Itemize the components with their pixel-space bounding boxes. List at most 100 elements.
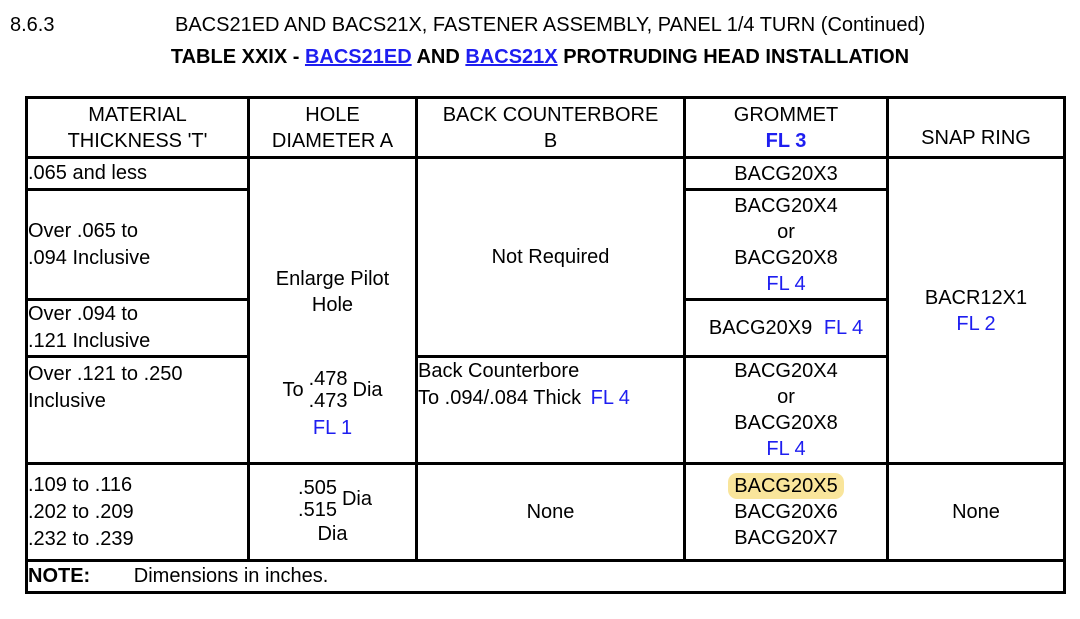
- grommet-r5-part3: BACG20X7: [734, 527, 838, 549]
- cell-grommet-r4: BACG20X4 or BACG20X8 FL 4: [683, 355, 889, 465]
- cell-grommet-r2: BACG20X4 or BACG20X8 FL 4: [683, 188, 889, 301]
- cell-hole-diameter: Enlarge Pilot Hole To .478 .473 Dia FL 1: [247, 156, 418, 465]
- dia-lower-limit-r5: .515: [298, 499, 337, 521]
- grommet-r5-stack: BACG20X5 BACG20X6 BACG20X7: [688, 473, 885, 551]
- dia-label: Dia: [352, 379, 383, 401]
- col-header-hole-line1: HOLE: [305, 103, 360, 126]
- col-header-snap-ring: SNAP RING: [886, 96, 1066, 159]
- link-bacs21x[interactable]: BACS21X: [465, 46, 558, 68]
- cell-grommet-r5: BACG20X5 BACG20X6 BACG20X7: [683, 462, 889, 562]
- grommet-r2-part2: BACG20X8: [734, 246, 838, 269]
- col-header-grommet-label: GROMMET: [733, 103, 839, 126]
- cell-note: NOTE: Dimensions in inches.: [25, 559, 1066, 594]
- material-r5-line1: .109 to .116: [28, 473, 133, 496]
- col-header-snap-ring-label: SNAP RING: [921, 127, 1031, 149]
- cell-hole-diameter-r5: .505 .515 Dia Dia: [247, 462, 418, 562]
- cell-grommet-r3: BACG20X9 FL 4: [683, 298, 889, 358]
- fl4-reference-r4[interactable]: FL 4: [766, 438, 806, 460]
- cell-material-r4: Over .121 to .250 Inclusive: [25, 355, 250, 465]
- cell-counterbore-r4: Back Counterbore To .094/.084 Thick FL 4: [415, 355, 686, 465]
- counterbore-r4-line2: To .094/.084 Thick FL 4: [418, 385, 682, 412]
- col-header-grommet: GROMMET FL 3: [683, 96, 889, 159]
- dia-limits: .478 .473: [309, 368, 348, 412]
- hole-dia-fraction: To .478 .473 Dia: [282, 368, 382, 412]
- snap-ring-part: BACR12X1: [924, 286, 1028, 309]
- cell-counterbore-not-required: Not Required: [415, 156, 686, 358]
- fl4-reference-counterbore[interactable]: FL 4: [590, 387, 630, 409]
- material-r4-line1: Over .121 to .250: [28, 363, 183, 385]
- body-row-2: Over .065 to .094 Inclusive BACG20X4 or …: [25, 188, 1065, 301]
- dia-upper-limit-r5: .505: [298, 477, 337, 499]
- note-label: NOTE:: [28, 565, 91, 587]
- cell-material-r5: .109 to .116 .202 to .209 .232 to .239: [25, 462, 250, 562]
- grommet-r4-part1: BACG20X4: [734, 360, 838, 382]
- section-number: 8.6.3: [10, 14, 55, 36]
- col-header-material: MATERIAL THICKNESS 'T': [25, 96, 250, 159]
- col-header-counterbore: BACK COUNTERBORE B: [415, 96, 686, 159]
- cell-grommet-r1: BACG20X3: [683, 156, 889, 191]
- cell-counterbore-r5-none: None: [415, 462, 686, 562]
- note-text: Dimensions in inches.: [133, 565, 329, 587]
- body-row-4: Over .121 to .250 Inclusive Back Counter…: [25, 355, 1065, 465]
- material-r5-line3: .232 to .239: [28, 527, 134, 550]
- header-row: MATERIAL THICKNESS 'T' HOLE DIAMETER A B…: [25, 96, 1066, 159]
- grommet-r4-stack: BACG20X4 or BACG20X8 FL 4: [688, 360, 885, 461]
- hole-diameter-content: Enlarge Pilot Hole To .478 .473 Dia FL 1: [252, 180, 414, 441]
- cell-material-r3: Over .094 to .121 Inclusive: [25, 298, 250, 358]
- grommet-r2-or: or: [777, 220, 795, 243]
- col-header-material-line1: MATERIAL: [88, 103, 187, 126]
- dia-upper-limit: .478: [308, 368, 348, 390]
- grommet-r5-highlighted-line: BACG20X5: [688, 473, 885, 499]
- material-r4-line2: Inclusive: [28, 390, 106, 412]
- col-header-hole-line2: DIAMETER A: [271, 129, 394, 152]
- cell-material-r1: .065 and less: [25, 156, 250, 191]
- grommet-r5-highlighted: BACG20X5: [728, 473, 844, 499]
- hole-r5-content: .505 .515 Dia Dia: [252, 477, 414, 547]
- note-row: NOTE: Dimensions in inches.: [25, 559, 1066, 594]
- table-title-suffix: PROTRUDING HEAD INSTALLATION: [557, 46, 910, 68]
- hole-r5-fraction: .505 .515 Dia: [293, 477, 372, 521]
- col-header-material-line2: THICKNESS 'T': [67, 129, 208, 152]
- counterbore-r4-line1: Back Counterbore: [418, 360, 580, 382]
- grommet-r3-part: BACG20X9: [708, 317, 813, 339]
- enlarge-pilot-hole-text: Enlarge Pilot Hole: [276, 266, 389, 318]
- table-title: TABLE XXIX - BACS21ED AND BACS21X PROTRU…: [0, 46, 1080, 69]
- fl4-reference-r2[interactable]: FL 4: [766, 272, 806, 295]
- col-header-counterbore-line2: B: [543, 129, 558, 152]
- fl4-reference-r3[interactable]: FL 4: [823, 317, 864, 339]
- cell-material-r2: Over .065 to .094 Inclusive: [25, 188, 250, 301]
- material-r2-line1: Over .065 to: [28, 219, 139, 242]
- spec-table: MATERIAL THICKNESS 'T' HOLE DIAMETER A B…: [25, 96, 1066, 594]
- material-r5-line2: .202 to .209: [28, 500, 134, 523]
- table-title-prefix: TABLE XXIX -: [170, 46, 305, 68]
- page-title: BACS21ED AND BACS21X, FASTENER ASSEMBLY,…: [175, 14, 926, 36]
- to-label: To: [282, 379, 304, 401]
- dia-label-r5-below: Dia: [317, 523, 348, 545]
- grommet-r2-part1: BACG20X4: [734, 194, 838, 217]
- counterbore-r4-thickness: To .094/.084 Thick: [418, 387, 582, 409]
- cell-snap-ring-r5-none: None: [886, 462, 1066, 562]
- enlarge-line2: Hole: [311, 294, 354, 316]
- grommet-r2-stack: BACG20X4 or BACG20X8 FL 4: [688, 193, 885, 297]
- dia-limits-r5: .505 .515: [298, 477, 337, 521]
- fl1-reference[interactable]: FL 1: [312, 417, 353, 439]
- col-header-counterbore-line1: BACK COUNTERBORE: [442, 103, 659, 126]
- link-bacs21ed[interactable]: BACS21ED: [304, 46, 412, 68]
- fl2-reference[interactable]: FL 2: [956, 312, 996, 335]
- grommet-r4-or: or: [777, 386, 795, 408]
- fl3-reference[interactable]: FL 3: [765, 129, 807, 152]
- material-r3-line2: .121 Inclusive: [28, 330, 151, 352]
- grommet-r4-part2: BACG20X8: [734, 412, 838, 434]
- dia-label-r5-right: Dia: [341, 488, 372, 510]
- material-r2-line2: .094 Inclusive: [28, 246, 151, 269]
- body-row-5: .109 to .116 .202 to .209 .232 to .239 .…: [25, 462, 1066, 562]
- table-title-mid: AND: [411, 46, 466, 68]
- body-row-3: Over .094 to .121 Inclusive BACG20X9 FL …: [25, 298, 1065, 358]
- cell-snap-ring: BACR12X1 FL 2: [886, 156, 1066, 465]
- enlarge-line1: Enlarge Pilot: [275, 268, 390, 290]
- body-row-1: .065 and less Enlarge Pilot Hole To .478…: [25, 156, 1066, 465]
- col-header-hole: HOLE DIAMETER A: [247, 96, 418, 159]
- dia-lower-limit: .473: [308, 390, 348, 412]
- grommet-r5-part2: BACG20X6: [734, 501, 838, 523]
